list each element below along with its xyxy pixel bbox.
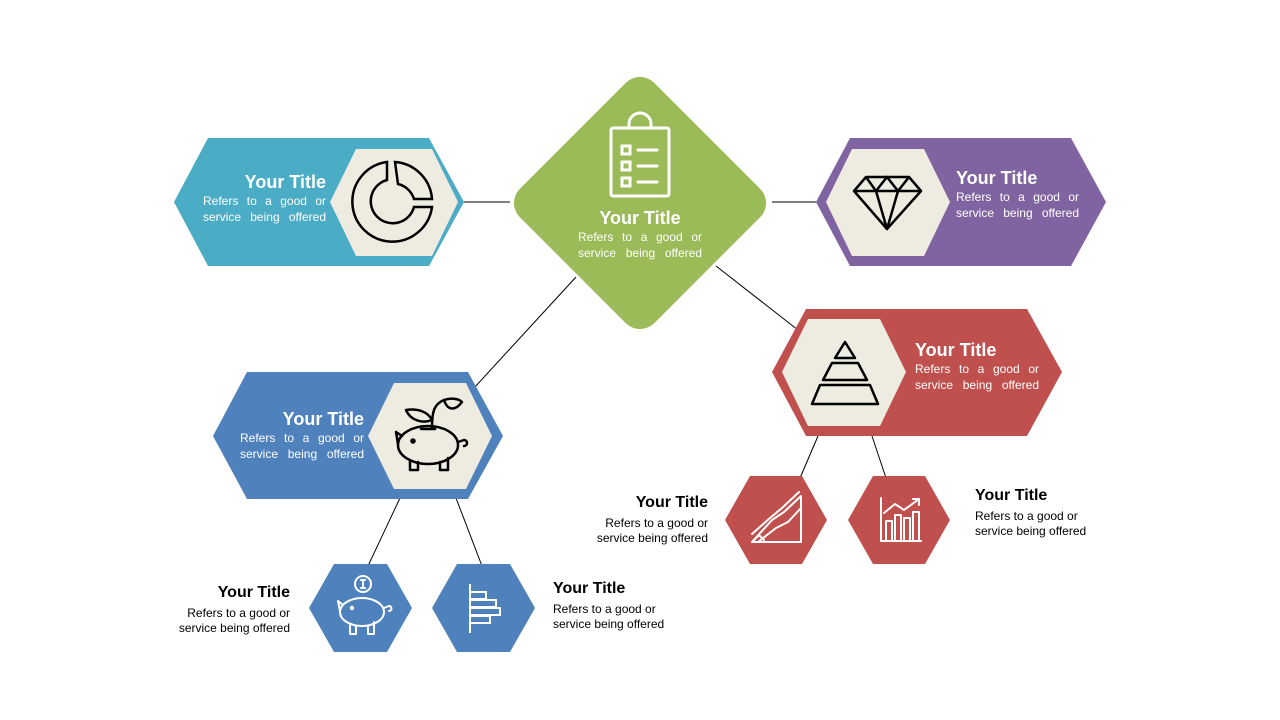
sub-item-4: Your Title Refers to a good or service b…: [975, 487, 1105, 539]
sub-item-3: Your Title Refers to a good or service b…: [578, 494, 708, 546]
mid-right-icon-badge: [782, 319, 906, 426]
mid-left-node: Your Title Refers to a good or service b…: [240, 408, 364, 462]
piggy-bank-coin-icon: [337, 575, 393, 635]
sub-hexagon-3: [725, 476, 827, 564]
sub-item-2-desc: Refers to a good or service being offere…: [553, 602, 665, 631]
center-diamond: [513, 76, 767, 330]
pyramid-icon: [810, 340, 880, 406]
sub-item-3-desc: Refers to a good or service being offere…: [596, 516, 708, 545]
center-node: Your Title Refers to a good or service b…: [578, 207, 702, 261]
connector-sub-2: [455, 497, 483, 567]
mid-right-node: Your Title Refers to a good or service b…: [915, 339, 1039, 393]
diamond-icon: [852, 175, 923, 231]
top-right-desc: Refers to a good or service being offere…: [956, 190, 1079, 220]
connector-lines: [367, 201, 887, 567]
connector-sub-4: [871, 435, 887, 479]
sub-item-3-title: Your Title: [635, 494, 708, 511]
bar-chart-growth-icon: [880, 497, 922, 542]
sub-item-2-title: Your Title: [553, 580, 626, 597]
sub-item-4-desc: Refers to a good or service being offere…: [975, 509, 1087, 538]
piggy-bank-plant-icon: [394, 397, 469, 472]
connector-mid-left: [473, 276, 577, 389]
top-left-node: Your Title Refers to a good or service b…: [203, 171, 326, 225]
top-left-title: Your Title: [244, 172, 326, 192]
connector-sub-1: [367, 497, 401, 567]
top-left-icon-badge: [330, 149, 458, 256]
sub-hexagon-4: [848, 476, 950, 564]
top-right-icon-badge: [826, 149, 950, 256]
area-chart-icon: [751, 491, 802, 543]
mid-right-desc: Refers to a good or service being offere…: [915, 362, 1039, 392]
sub-hexagon-1: [309, 564, 412, 652]
mid-right-title: Your Title: [915, 340, 997, 360]
sub-item-1-desc: Refers to a good or service being offere…: [178, 606, 290, 635]
horizontal-bar-chart-icon: [469, 584, 501, 633]
mid-left-desc: Refers to a good or service being offere…: [240, 431, 364, 461]
donut-chart-icon: [351, 160, 434, 243]
top-left-desc: Refers to a good or service being offere…: [203, 194, 326, 224]
top-right-node: Your Title Refers to a good or service b…: [956, 167, 1079, 221]
connector-sub-3: [799, 435, 819, 479]
connector-mid-right: [715, 265, 799, 331]
center-title: Your Title: [599, 208, 681, 228]
top-right-title: Your Title: [956, 168, 1038, 188]
sub-item-2: Your Title Refers to a good or service b…: [553, 580, 683, 632]
sub-item-1-title: Your Title: [217, 584, 290, 601]
sub-item-4-title: Your Title: [975, 487, 1048, 504]
mid-left-icon-badge: [368, 383, 492, 489]
clipboard-checklist-icon: [609, 111, 671, 198]
center-desc: Refers to a good or service being offere…: [578, 230, 702, 260]
sub-item-1: Your Title Refers to a good or service b…: [160, 584, 290, 636]
mid-left-title: Your Title: [282, 409, 364, 429]
